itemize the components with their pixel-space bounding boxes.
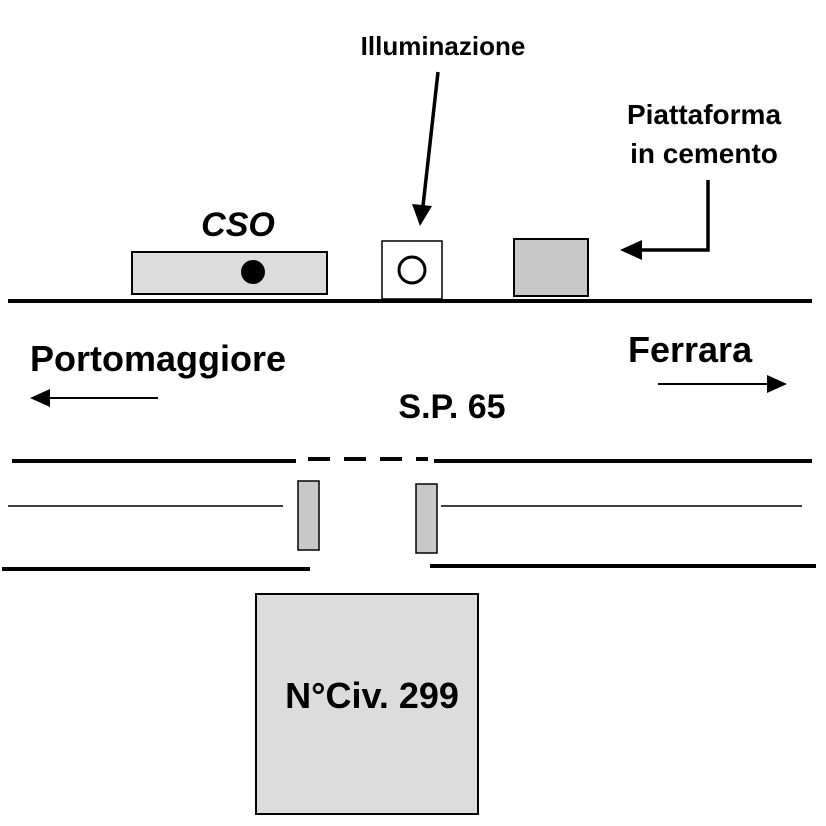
illuminazione-arrowhead: [412, 204, 432, 226]
gate-post-left: [297, 480, 320, 551]
cso-point-icon: [241, 260, 265, 284]
portomaggiore-label: Portomaggiore: [30, 338, 286, 379]
piattaforma-arrow: [640, 180, 710, 252]
road-name-label: S.P. 65: [398, 388, 505, 426]
illuminazione-arrow: [420, 71, 440, 216]
cso-label: CSO: [201, 206, 275, 244]
illuminazione-label: Illuminazione: [361, 31, 526, 61]
piattaforma-arrowhead: [620, 240, 642, 260]
house-number-label: N°Civ. 299: [285, 675, 459, 716]
ferrara-arrowhead: [767, 375, 787, 393]
ferrara-label: Ferrara: [628, 329, 753, 370]
concrete-platform: [513, 238, 589, 297]
piattaforma-label-line1: Piattaforma: [627, 99, 781, 130]
house-building: [255, 593, 479, 815]
cso-structure: [131, 251, 328, 295]
gate-post-right: [415, 483, 438, 554]
piattaforma-label-line2: in cemento: [630, 138, 778, 169]
light-pole-icon: [397, 255, 427, 285]
portomaggiore-arrowhead: [30, 389, 50, 407]
